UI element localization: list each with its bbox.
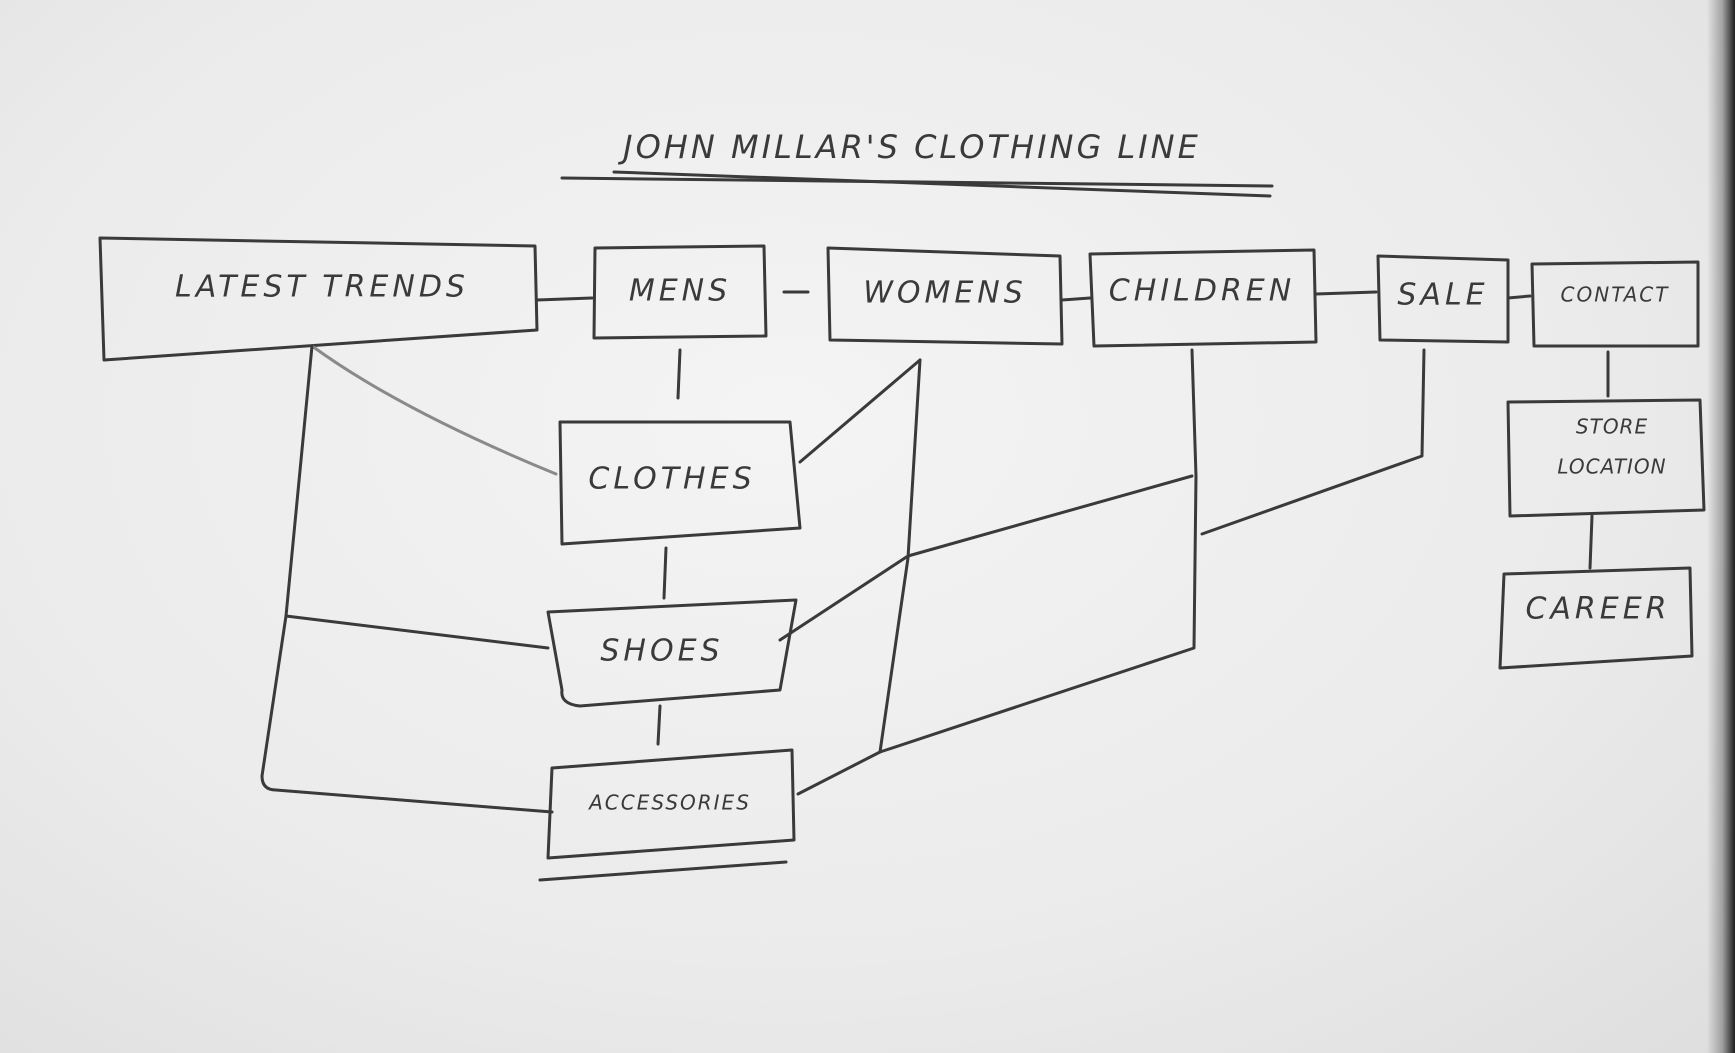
- node-children: CHILDREN: [1088, 248, 1318, 348]
- node-store-location-label-line2: LOCATION: [1557, 455, 1666, 479]
- sheet-edge-shadow: [1707, 0, 1735, 1053]
- link-store-location-career: [1588, 514, 1594, 570]
- node-store-location: STORE LOCATION: [1506, 398, 1706, 518]
- link-sale-contact: [1506, 294, 1532, 300]
- diagram-title: JOHN MILLAR'S CLOTHING LINE: [617, 128, 1201, 166]
- node-career-label: CAREER: [1525, 592, 1670, 627]
- node-clothes: CLOTHES: [558, 420, 802, 546]
- node-contact-label: CONTACT: [1561, 283, 1670, 307]
- node-womens-label: WOMENS: [863, 276, 1027, 311]
- node-mens-label: MENS: [629, 274, 731, 309]
- link-children-sale: [1314, 290, 1378, 296]
- link-womens-accessories: [796, 358, 922, 796]
- link-cross-shoes: [778, 474, 1194, 642]
- node-latest-trends-label: LATEST TRENDS: [175, 270, 469, 305]
- node-children-label: CHILDREN: [1109, 274, 1295, 309]
- link-mens-clothes: [676, 348, 682, 400]
- node-sale: SALE: [1376, 254, 1510, 344]
- node-womens: WOMENS: [826, 246, 1064, 346]
- accessories-underline: [538, 860, 788, 882]
- node-shoes-label: SHOES: [600, 634, 723, 669]
- node-latest-trends: LATEST TRENDS: [98, 236, 539, 362]
- link-clothes-shoes: [662, 546, 668, 600]
- node-accessories: ACCESSORIES: [538, 748, 796, 882]
- link-womens-clothes: [798, 358, 922, 464]
- node-clothes-label: CLOTHES: [588, 462, 755, 497]
- title-underline-2: [612, 170, 1272, 198]
- link-children-accessories: [878, 348, 1198, 754]
- node-accessories-label: ACCESSORIES: [587, 791, 751, 815]
- node-contact: CONTACT: [1530, 260, 1700, 348]
- node-store-location-label-line1: STORE: [1576, 415, 1648, 439]
- node-mens: MENS: [592, 244, 768, 340]
- link-shoes-accessories: [656, 704, 662, 746]
- link-latest-accessories: [260, 344, 554, 814]
- node-shoes: SHOES: [546, 598, 798, 708]
- link-latest-shoes: [284, 614, 550, 650]
- link-sale-children: [1200, 348, 1426, 536]
- link-latest-clothes: [310, 344, 558, 476]
- node-career: CAREER: [1498, 566, 1694, 670]
- node-sale-label: SALE: [1397, 278, 1488, 313]
- link-latest-mens: [535, 296, 594, 302]
- link-womens-children: [1060, 296, 1092, 302]
